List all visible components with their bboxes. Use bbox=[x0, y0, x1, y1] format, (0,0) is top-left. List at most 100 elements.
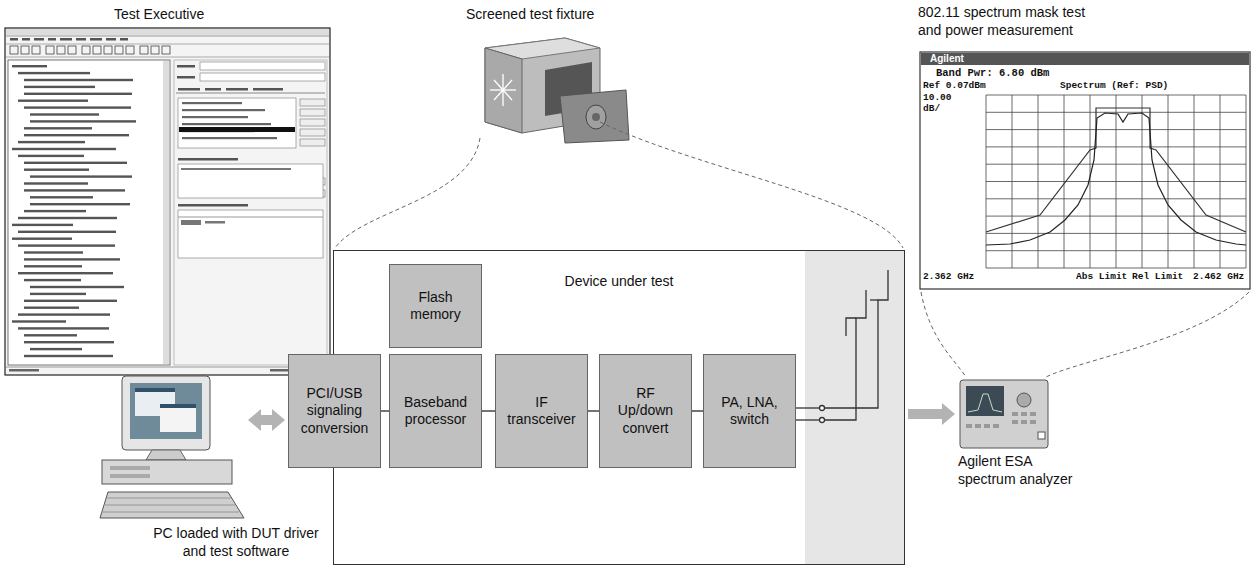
software-screenshot bbox=[21, 46, 29, 54]
software-screenshot bbox=[48, 38, 56, 41]
software-screenshot bbox=[76, 38, 86, 41]
software-screenshot bbox=[181, 220, 201, 225]
spectrum-screenshot bbox=[986, 108, 1246, 232]
interface-block: PCI/USB signaling conversion bbox=[288, 354, 381, 468]
boundary-title: Device under test bbox=[334, 273, 904, 291]
software-screenshot bbox=[18, 155, 84, 157]
software-screenshot bbox=[30, 203, 130, 205]
screen-readout: Ref 0.07dBm bbox=[923, 81, 986, 92]
software-screenshot bbox=[18, 231, 116, 233]
spectrum-screenshot bbox=[921, 53, 1249, 65]
spectrum-analyzer-illustration bbox=[993, 424, 999, 428]
software-screenshot bbox=[24, 300, 117, 302]
software-screenshot bbox=[104, 46, 112, 54]
dut-ground bbox=[333, 250, 905, 565]
antenna-switch-symbol bbox=[870, 299, 878, 300]
spectrum-analyzer-illustration bbox=[960, 380, 1048, 448]
software-screenshot bbox=[176, 93, 325, 94]
software-screenshot bbox=[12, 148, 116, 150]
software-screenshot bbox=[6, 29, 329, 35]
software-screenshot bbox=[162, 46, 170, 54]
node-label: PC loaded with DUT driver and test softw… bbox=[145, 525, 327, 560]
software-screenshot bbox=[182, 123, 271, 125]
software-screenshot bbox=[30, 175, 132, 177]
spectrum-analyzer-illustration bbox=[1030, 420, 1036, 424]
software-screenshot bbox=[126, 46, 134, 54]
spectrum-analyzer-illustration bbox=[1012, 420, 1018, 424]
signal-line bbox=[482, 410, 495, 412]
antenna-switch-symbol bbox=[796, 270, 888, 423]
pc-illustration bbox=[122, 376, 210, 450]
limit-label: Rel Limit bbox=[1132, 272, 1183, 283]
spectrum-analyzer-illustration bbox=[984, 424, 990, 428]
spectrum-screenshot bbox=[986, 95, 1246, 268]
test-fixture bbox=[586, 105, 606, 129]
spectrum-analyzer-illustration bbox=[1017, 393, 1031, 407]
software-screenshot bbox=[24, 279, 81, 281]
spectrum-screenshot bbox=[1142, 95, 1143, 268]
antenna-switch-symbol bbox=[796, 419, 819, 420]
pc-illustration bbox=[107, 498, 231, 499]
dashed-leader bbox=[335, 138, 480, 248]
test-fixture bbox=[490, 89, 503, 90]
limit-label: Abs Limit bbox=[1076, 272, 1127, 283]
dut-ground bbox=[805, 251, 904, 564]
software-screenshot bbox=[182, 109, 265, 111]
axis-scale: 10.00 bbox=[923, 93, 952, 104]
software-screenshot bbox=[30, 196, 93, 198]
software-screenshot bbox=[6, 44, 329, 45]
screen-title: Spectrum (Ref: PSD) bbox=[1060, 81, 1168, 92]
test-fixture bbox=[502, 90, 503, 106]
software-screenshot bbox=[8, 60, 170, 365]
spectrum-screenshot bbox=[1220, 95, 1221, 268]
software-screenshot bbox=[24, 210, 86, 212]
signal-line bbox=[381, 410, 389, 412]
pc-illustration bbox=[103, 498, 239, 512]
software-screenshot bbox=[68, 46, 76, 54]
software-screenshot bbox=[24, 341, 114, 343]
software-screenshot bbox=[24, 93, 132, 95]
software-screenshot bbox=[18, 272, 113, 274]
software-screenshot bbox=[30, 293, 86, 295]
spectrum-analyzer-illustration bbox=[1030, 412, 1036, 416]
software-screenshot bbox=[106, 38, 116, 41]
figure-label: 802.11 spectrum mask test and power meas… bbox=[918, 4, 1096, 39]
software-screenshot bbox=[178, 210, 323, 258]
node-label: PCI/USB signaling conversion bbox=[298, 385, 372, 438]
software-screenshot bbox=[24, 265, 82, 267]
software-screenshot bbox=[18, 313, 110, 315]
node-label: RF Up/down convert bbox=[609, 385, 683, 438]
software-screenshot bbox=[6, 57, 329, 58]
software-screenshot bbox=[178, 164, 323, 198]
test-fixture bbox=[494, 90, 503, 100]
transceiver-block: IF transceiver bbox=[495, 354, 588, 468]
axis-frequency: 2.362 GHz bbox=[923, 272, 974, 283]
software-screenshot bbox=[30, 120, 136, 122]
signal-line bbox=[692, 410, 703, 412]
converter-block: RF Up/down convert bbox=[599, 354, 692, 468]
test-fixture bbox=[503, 80, 512, 90]
pc-illustration bbox=[100, 376, 244, 518]
spectrum-screenshot bbox=[1246, 95, 1247, 268]
software-screenshot bbox=[18, 100, 88, 102]
software-screenshot bbox=[30, 286, 124, 288]
spectrum-analyzer-illustration bbox=[1021, 412, 1027, 416]
software-screenshot bbox=[12, 320, 66, 322]
software-screenshot bbox=[182, 137, 277, 139]
software-screenshot bbox=[24, 251, 83, 253]
software-screenshot bbox=[178, 158, 238, 161]
software-screenshot bbox=[200, 62, 325, 70]
screen-readout: Band Pwr: 6.80 dBm bbox=[936, 67, 1049, 79]
test-fixture bbox=[560, 90, 629, 143]
spectrum-analyzer-illustration bbox=[966, 424, 972, 428]
node-label: PA, LNA, switch bbox=[713, 394, 787, 429]
test-fixture bbox=[502, 74, 503, 90]
antenna-switch-symbol bbox=[820, 406, 825, 411]
software-screenshot bbox=[200, 73, 325, 81]
spectrum-analyzer-illustration bbox=[1038, 432, 1045, 439]
software-screenshot bbox=[18, 327, 109, 329]
signal-line bbox=[588, 410, 599, 412]
spectrum-screenshot bbox=[920, 52, 1250, 289]
software-screenshot bbox=[9, 369, 39, 372]
